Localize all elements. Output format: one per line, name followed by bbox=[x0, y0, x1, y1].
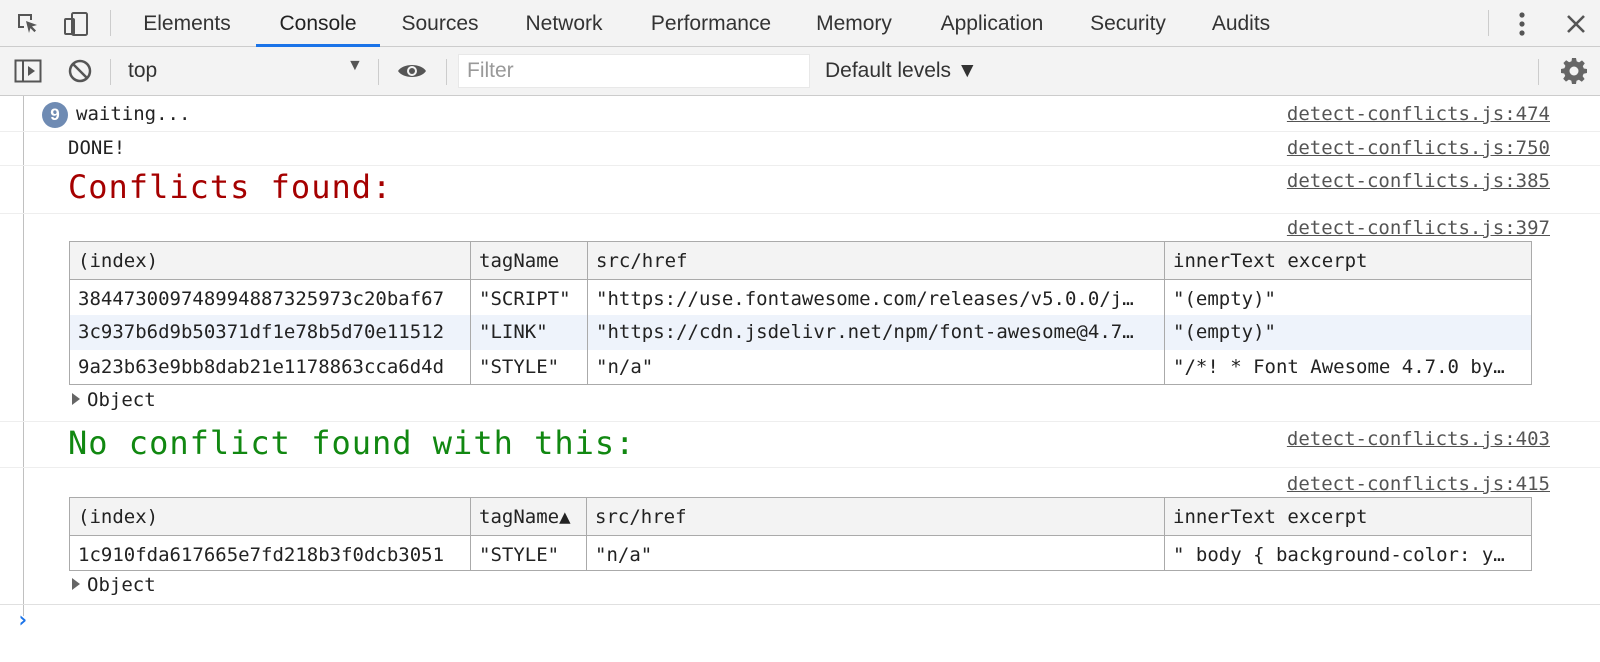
toolbar-divider bbox=[1538, 59, 1539, 85]
toolbar-divider bbox=[378, 59, 379, 85]
close-icon[interactable] bbox=[1560, 8, 1592, 40]
table-header-tagname[interactable]: tagName▲ bbox=[470, 497, 587, 536]
tab-elements[interactable]: Elements bbox=[143, 12, 231, 35]
tab-application[interactable]: Application bbox=[940, 12, 1044, 35]
repeat-count-badge: 9 bbox=[42, 102, 68, 128]
expand-triangle-icon bbox=[72, 578, 80, 590]
object-expander[interactable]: Object bbox=[72, 574, 156, 596]
table-cell-tagname: "SCRIPT" bbox=[470, 279, 588, 315]
table-row: 9a23b63e9bb8dab21e1178863cca6d4d "STYLE"… bbox=[69, 349, 1532, 385]
no-conflict-table: (index) tagName▲ src/href innerText exce… bbox=[69, 497, 1532, 571]
source-link[interactable]: detect-conflicts.js:750 bbox=[1286, 137, 1550, 159]
table-cell-src: "https://use.fontawesome.com/releases/v5… bbox=[587, 279, 1165, 315]
group-indent-line bbox=[23, 96, 24, 616]
expand-triangle-icon bbox=[72, 393, 80, 405]
console-prompt-chevron-icon[interactable]: › bbox=[16, 608, 30, 633]
table-header-innertext[interactable]: innerText excerpt bbox=[1164, 241, 1532, 280]
toolbar-divider bbox=[446, 59, 447, 85]
conflicts-table: (index) tagName src/href innerText excer… bbox=[69, 241, 1532, 385]
console-output: 9 waiting... detect-conflicts.js:474 DON… bbox=[0, 96, 1600, 662]
show-sidebar-icon[interactable] bbox=[12, 55, 44, 87]
table-cell-index: 3c937b6d9b50371df1e78b5d70e11512 bbox=[69, 314, 471, 350]
source-link[interactable]: detect-conflicts.js:403 bbox=[1286, 428, 1550, 450]
log-levels-dropdown[interactable]: Default levels ▼ bbox=[825, 59, 978, 82]
no-conflict-heading: No conflict found with this: bbox=[68, 424, 636, 462]
toolbar-divider bbox=[1488, 10, 1489, 36]
table-cell-innertext: "/*! * Font Awesome 4.7.0 by… bbox=[1164, 349, 1532, 385]
message-text: DONE! bbox=[68, 137, 126, 159]
conflicts-heading: Conflicts found: bbox=[68, 168, 393, 206]
active-tab-indicator bbox=[256, 44, 380, 47]
console-table-message: detect-conflicts.js:415 (index) tagName▲… bbox=[0, 468, 1600, 604]
source-link[interactable]: detect-conflicts.js:474 bbox=[1286, 103, 1550, 125]
table-cell-innertext: "(empty)" bbox=[1164, 314, 1532, 350]
toolbar-divider bbox=[110, 59, 111, 85]
table-cell-src: "https://cdn.jsdelivr.net/npm/font-aweso… bbox=[587, 314, 1165, 350]
console-message: No conflict found with this: detect-conf… bbox=[0, 422, 1600, 468]
devtools-tab-bar: Elements Console Sources Network Perform… bbox=[0, 0, 1600, 47]
table-cell-innertext: "(empty)" bbox=[1164, 279, 1532, 315]
table-cell-src: "n/a" bbox=[587, 349, 1165, 385]
tab-memory[interactable]: Memory bbox=[816, 12, 892, 35]
table-row: 3c937b6d9b50371df1e78b5d70e11512 "LINK" … bbox=[69, 314, 1532, 350]
more-menu-icon[interactable] bbox=[1506, 8, 1538, 40]
table-cell-tagname: "STYLE" bbox=[470, 349, 588, 385]
table-cell-tagname: "LINK" bbox=[470, 314, 588, 350]
context-selector[interactable]: top bbox=[128, 59, 158, 82]
table-cell-src: "n/a" bbox=[586, 535, 1165, 571]
table-header-innertext[interactable]: innerText excerpt bbox=[1164, 497, 1532, 536]
table-row: 1c910fda617665e7fd218b3f0dcb3051 "STYLE"… bbox=[69, 535, 1532, 571]
prompt-divider bbox=[0, 604, 1600, 605]
object-expander[interactable]: Object bbox=[72, 389, 156, 411]
inspect-element-icon[interactable] bbox=[12, 8, 44, 40]
tab-console[interactable]: Console bbox=[279, 12, 357, 35]
object-label: Object bbox=[87, 389, 156, 411]
table-header-index[interactable]: (index) bbox=[69, 497, 471, 536]
table-header-src[interactable]: src/href bbox=[587, 241, 1165, 280]
console-table-message: detect-conflicts.js:397 (index) tagName … bbox=[0, 214, 1600, 422]
table-cell-index: 9a23b63e9bb8dab21e1178863cca6d4d bbox=[69, 349, 471, 385]
source-link[interactable]: detect-conflicts.js:385 bbox=[1286, 170, 1550, 192]
table-header-tagname[interactable]: tagName bbox=[470, 241, 588, 280]
object-label: Object bbox=[87, 574, 156, 596]
toolbar-divider bbox=[110, 10, 111, 36]
table-header-src[interactable]: src/href bbox=[586, 497, 1165, 536]
table-row: 384473009748994887325973c20baf67 "SCRIPT… bbox=[69, 279, 1532, 315]
console-message: 9 waiting... detect-conflicts.js:474 bbox=[0, 96, 1600, 132]
clear-console-icon[interactable] bbox=[64, 55, 96, 87]
filter-input[interactable] bbox=[458, 54, 810, 88]
table-cell-tagname: "STYLE" bbox=[470, 535, 587, 571]
tab-performance[interactable]: Performance bbox=[650, 12, 772, 35]
tab-security[interactable]: Security bbox=[1090, 12, 1166, 35]
table-cell-index: 384473009748994887325973c20baf67 bbox=[69, 279, 471, 315]
table-cell-innertext: " body { background-color: y… bbox=[1164, 535, 1532, 571]
console-message: DONE! detect-conflicts.js:750 bbox=[0, 132, 1600, 166]
console-message: Conflicts found: detect-conflicts.js:385 bbox=[0, 166, 1600, 214]
source-link[interactable]: detect-conflicts.js:415 bbox=[1286, 473, 1550, 495]
tab-sources[interactable]: Sources bbox=[401, 12, 479, 35]
table-header-index[interactable]: (index) bbox=[69, 241, 471, 280]
table-cell-index: 1c910fda617665e7fd218b3f0dcb3051 bbox=[69, 535, 471, 571]
source-link[interactable]: detect-conflicts.js:397 bbox=[1286, 217, 1550, 239]
live-expression-eye-icon[interactable] bbox=[396, 55, 428, 87]
settings-gear-icon[interactable] bbox=[1558, 55, 1590, 87]
context-dropdown-arrow[interactable]: ▼ bbox=[347, 57, 363, 74]
message-text: waiting... bbox=[76, 103, 191, 125]
tab-network[interactable]: Network bbox=[525, 12, 603, 35]
console-toolbar: top ▼ Default levels ▼ bbox=[0, 47, 1600, 96]
tab-audits[interactable]: Audits bbox=[1211, 12, 1271, 35]
device-toolbar-icon[interactable] bbox=[60, 8, 92, 40]
